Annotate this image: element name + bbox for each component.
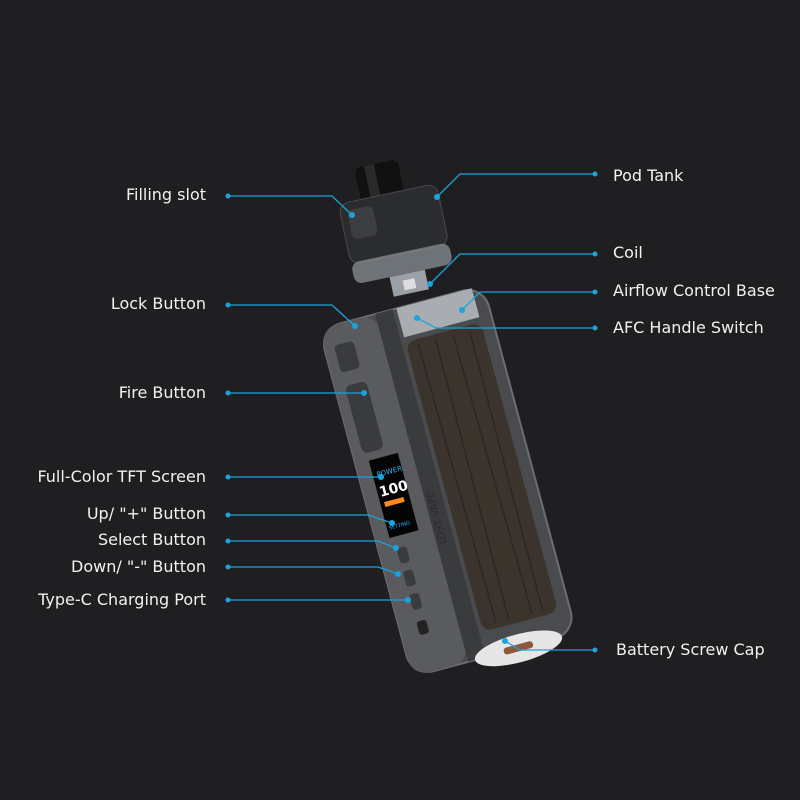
select-button bbox=[403, 569, 416, 587]
label-afc-handle-switch: AFC Handle Switch bbox=[613, 318, 764, 337]
label-type-c-port: Type-C Charging Port bbox=[38, 590, 206, 609]
screen-value: 100 bbox=[377, 478, 410, 501]
up-button bbox=[397, 546, 410, 564]
lock-button bbox=[334, 341, 360, 372]
label-filling-slot: Filling slot bbox=[125, 185, 206, 204]
label-tft-screen: Full-Color TFT Screen bbox=[37, 467, 206, 486]
vape-device: POWER 100 SETTING LOST VAPE bbox=[323, 160, 573, 673]
label-down-button: Down/ "-" Button bbox=[71, 557, 206, 576]
fire-button bbox=[346, 382, 383, 453]
filling-slot bbox=[347, 206, 378, 239]
label-lock-button: Lock Button bbox=[110, 294, 206, 313]
label-battery-screw-cap: Battery Screw Cap bbox=[616, 640, 765, 659]
wood-panel bbox=[407, 324, 557, 630]
label-coil: Coil bbox=[613, 243, 643, 262]
pod-tank bbox=[339, 160, 452, 297]
label-select-button: Select Button bbox=[97, 530, 206, 549]
label-up-button: Up/ "+" Button bbox=[86, 504, 206, 523]
airflow-control-base bbox=[396, 288, 480, 338]
coil bbox=[402, 278, 417, 291]
label-fire-button: Fire Button bbox=[118, 383, 206, 402]
callout-lines bbox=[228, 173, 595, 651]
callout-dots bbox=[225, 171, 598, 653]
down-button bbox=[409, 592, 423, 610]
type-c-port bbox=[416, 620, 429, 635]
label-airflow-control-base: Airflow Control Base bbox=[613, 281, 775, 300]
mod-body: POWER 100 SETTING LOST VAPE bbox=[323, 288, 573, 673]
label-pod-tank: Pod Tank bbox=[613, 166, 684, 185]
screen-extra: SETTING bbox=[388, 520, 410, 531]
